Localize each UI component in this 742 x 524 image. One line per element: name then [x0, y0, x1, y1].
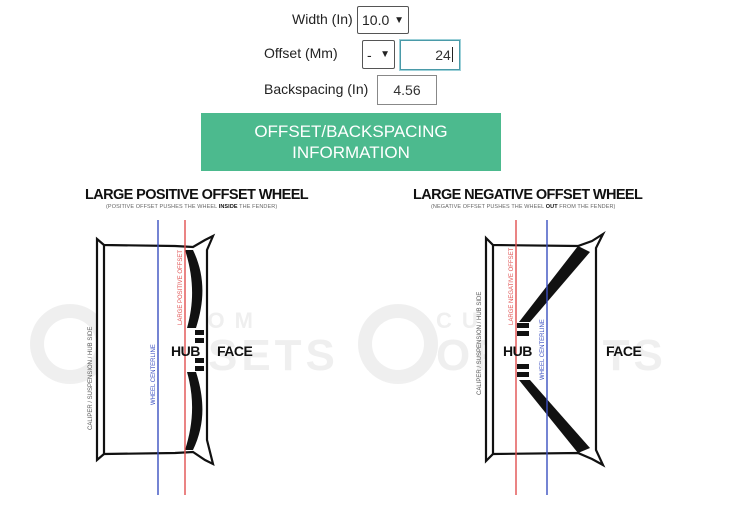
button-line-2: INFORMATION: [292, 143, 410, 162]
offset-sign-select[interactable]: - ▼: [362, 40, 395, 69]
left-sub-bold: INSIDE: [218, 204, 238, 210]
right-sub-bold: OUT: [545, 204, 558, 210]
left-sub-after: THE FENDER): [237, 204, 278, 210]
right-centerline-label: WHEEL CENTERLINE: [540, 319, 546, 380]
right-wheel-drawing: [484, 220, 606, 495]
left-wheel-subtitle: (POSITIVE OFFSET PUSHES THE WHEEL INSIDE…: [106, 204, 277, 210]
right-sub-after: FROM THE FENDER): [557, 204, 616, 210]
offset-input-value: 24: [435, 47, 451, 63]
right-wheel-subtitle: (NEGATIVE OFFSET PUSHES THE WHEEL OUT FR…: [431, 204, 616, 210]
offset-backspacing-info-button[interactable]: OFFSET/BACKSPACING INFORMATION: [201, 113, 501, 171]
backspacing-value: 4.56: [393, 82, 421, 98]
right-hub-label: HUB: [503, 343, 532, 359]
right-wheel-title: LARGE NEGATIVE OFFSET WHEEL: [413, 187, 643, 203]
left-centerline-label: WHEEL CENTERLINE: [151, 344, 157, 405]
left-offset-label: LARGE POSITIVE OFFSET: [178, 250, 184, 325]
offset-sign-value: -: [367, 46, 372, 63]
button-line-1: OFFSET/BACKSPACING: [254, 122, 448, 141]
right-face-label: FACE: [606, 343, 642, 359]
backspacing-input: 4.56: [377, 75, 437, 105]
right-caliper-label: CALIPER / SUSPENSION / HUB SIDE: [477, 292, 483, 395]
offset-input[interactable]: 24: [400, 40, 460, 70]
width-label: Width (In): [292, 11, 353, 27]
backspacing-label: Backspacing (In): [264, 81, 369, 97]
left-caliper-label: CALIPER / SUSPENSION / HUB SIDE: [88, 327, 94, 430]
chevron-down-icon: ▼: [380, 49, 390, 60]
right-offset-label: LARGE NEGATIVE OFFSET: [509, 247, 515, 325]
left-wheel-drawing: [95, 220, 216, 495]
left-sub-before: (POSITIVE OFFSET PUSHES THE WHEEL: [106, 204, 219, 210]
chevron-down-icon: ▼: [394, 14, 404, 26]
right-sub-before: (NEGATIVE OFFSET PUSHES THE WHEEL: [431, 204, 546, 210]
width-select[interactable]: 10.0 ▼: [357, 6, 409, 34]
width-select-value: 10.0: [362, 12, 390, 28]
offset-label: Offset (Mm): [264, 45, 338, 61]
left-wheel-title: LARGE POSITIVE OFFSET WHEEL: [85, 187, 309, 203]
left-face-label: FACE: [217, 343, 253, 359]
left-hub-label: HUB: [171, 343, 200, 359]
text-caret: [451, 47, 453, 62]
